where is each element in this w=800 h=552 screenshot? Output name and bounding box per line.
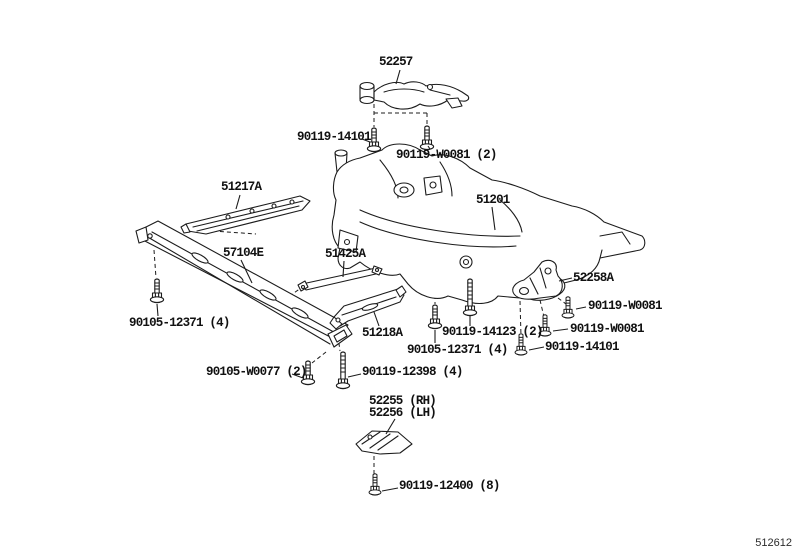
label-hw-90119-w0081-right1[interactable]: 90119-W0081	[588, 299, 663, 313]
label-hw-90105-w0077[interactable]: 90105-W0077 (2)	[206, 365, 307, 379]
label-hw-90119-12400[interactable]: 90119-12400 (8)	[399, 479, 500, 493]
label-part-51425a[interactable]: 51425A	[325, 247, 366, 261]
label-part-51201[interactable]: 51201	[476, 193, 510, 207]
label-hw-90119-w0081-right2[interactable]: 90119-W0081	[570, 322, 645, 336]
label-part-57104e[interactable]: 57104E	[223, 246, 264, 260]
part-52255-drawing	[355, 430, 413, 455]
label-part-52255-rh[interactable]: 52255 (RH)	[369, 394, 437, 408]
bolt-icon	[427, 304, 443, 330]
label-hw-90119-14101-right[interactable]: 90119-14101	[545, 340, 620, 354]
label-hw-90119-w0081-upper[interactable]: 90119-W0081 (2)	[396, 148, 497, 162]
part-51425a-drawing	[297, 265, 383, 292]
part-51217a-drawing	[180, 195, 311, 235]
label-hw-90119-12398[interactable]: 90119-12398 (4)	[362, 365, 463, 379]
label-part-52256-lh[interactable]: 52256 (LH)	[369, 406, 437, 420]
figure-code: 512612	[755, 537, 792, 549]
bolt-icon	[149, 278, 165, 304]
label-hw-90119-14101-upper[interactable]: 90119-14101	[297, 130, 372, 144]
bolt-icon	[419, 125, 435, 151]
bolt-icon	[368, 473, 382, 496]
bolt-icon	[335, 351, 351, 390]
part-52257-drawing	[359, 81, 470, 110]
label-part-51218a[interactable]: 51218A	[362, 326, 403, 340]
label-part-51217a[interactable]: 51217A	[221, 180, 262, 194]
part-52258a-drawing	[512, 259, 563, 300]
label-hw-90119-14123[interactable]: 90119-14123 (2)	[442, 325, 543, 339]
label-part-52258a[interactable]: 52258A	[573, 271, 614, 285]
label-hw-90105-12371-center[interactable]: 90105-12371 (4)	[407, 343, 508, 357]
part-51218a-drawing	[329, 285, 407, 330]
part-57104e-drawing	[135, 220, 353, 348]
bolt-icon	[561, 296, 575, 319]
label-leader-lines	[156, 69, 587, 492]
label-hw-90105-12371-left[interactable]: 90105-12371 (4)	[129, 316, 230, 330]
label-part-52257[interactable]: 52257	[379, 55, 413, 69]
